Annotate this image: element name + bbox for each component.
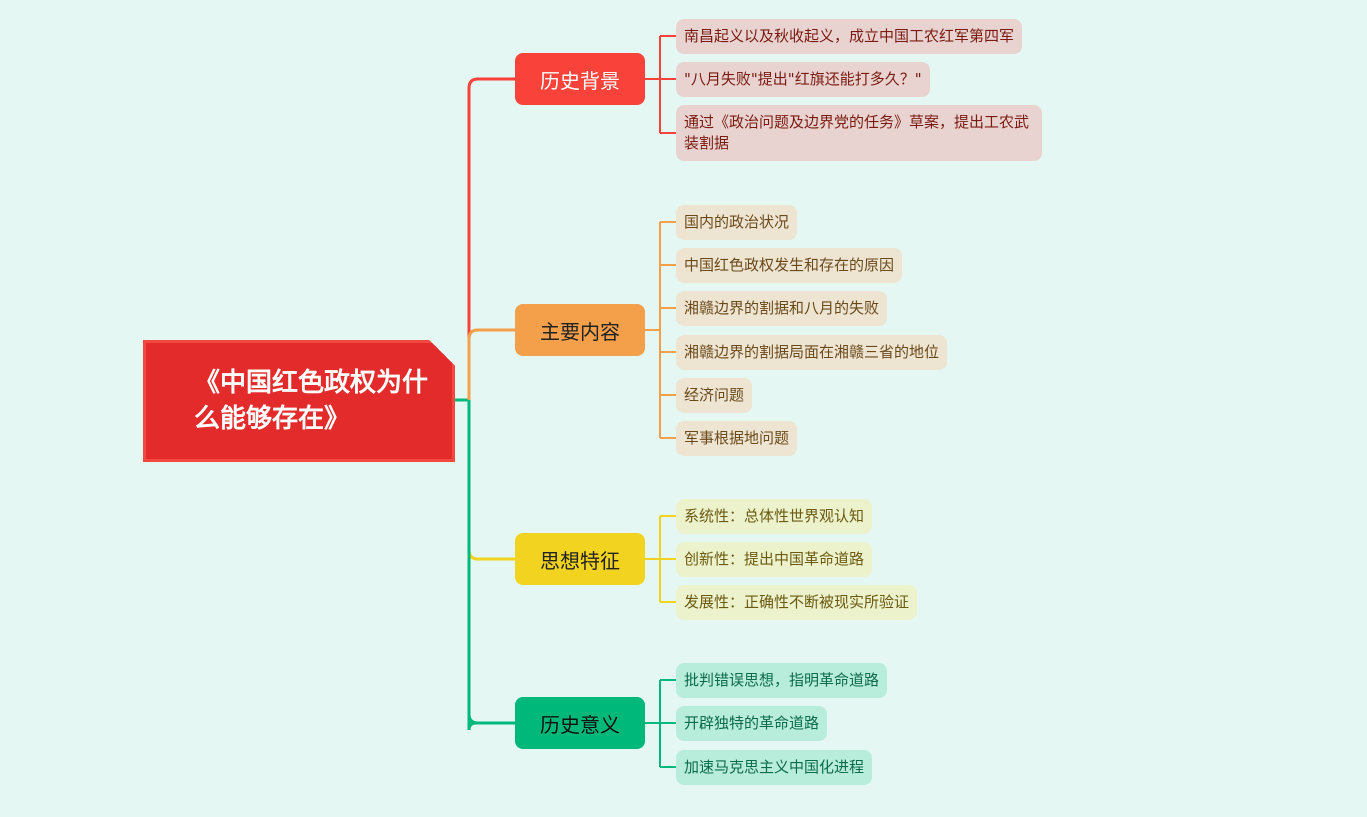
leaf-topic[interactable]: 创新性：提出中国革命道路 bbox=[676, 542, 873, 577]
branch-main-content[interactable]: 主要内容 bbox=[515, 304, 645, 356]
leaf-topic[interactable]: 通过《政治问题及边界党的任务》草案，提出工农武装割据 bbox=[676, 105, 1042, 161]
leaf-topic[interactable]: 国内的政治状况 bbox=[676, 205, 798, 240]
leaf-topic[interactable]: 系统性：总体性世界观认知 bbox=[676, 499, 873, 534]
leaf-topic[interactable]: 南昌起义以及秋收起义，成立中国工农红军第四军 bbox=[676, 19, 1023, 54]
root-title: 《中国红色政权为什么能够存在》 bbox=[194, 368, 429, 434]
folded-corner bbox=[429, 340, 455, 366]
leaf-topic[interactable]: 批判错误思想，指明革命道路 bbox=[676, 663, 888, 698]
branch-history-background[interactable]: 历史背景 bbox=[515, 53, 645, 105]
root-topic[interactable]: 《中国红色政权为什么能够存在》 bbox=[143, 340, 455, 462]
leaf-topic[interactable]: 加速马克思主义中国化进程 bbox=[676, 750, 873, 785]
leaf-topic[interactable]: 开辟独特的革命道路 bbox=[676, 706, 828, 741]
branch-label: 历史背景 bbox=[540, 68, 620, 93]
leaf-topic[interactable]: 发展性：正确性不断被现实所验证 bbox=[676, 585, 918, 620]
leaf-topic[interactable]: 中国红色政权发生和存在的原因 bbox=[676, 248, 903, 283]
leaf-topic[interactable]: 湘赣边界的割据局面在湘赣三省的地位 bbox=[676, 335, 948, 370]
leaf-topic[interactable]: 经济问题 bbox=[676, 378, 753, 413]
branch-label: 思想特征 bbox=[540, 548, 620, 573]
branch-label: 主要内容 bbox=[540, 319, 620, 344]
leaf-topic[interactable]: "八月失败"提出"红旗还能打多久？" bbox=[676, 62, 930, 97]
branch-historical-significance[interactable]: 历史意义 bbox=[515, 697, 645, 749]
leaf-topic[interactable]: 军事根据地问题 bbox=[676, 421, 798, 456]
branch-label: 历史意义 bbox=[540, 712, 620, 737]
leaf-topic[interactable]: 湘赣边界的割据和八月的失败 bbox=[676, 291, 888, 326]
branch-thought-features[interactable]: 思想特征 bbox=[515, 533, 645, 585]
